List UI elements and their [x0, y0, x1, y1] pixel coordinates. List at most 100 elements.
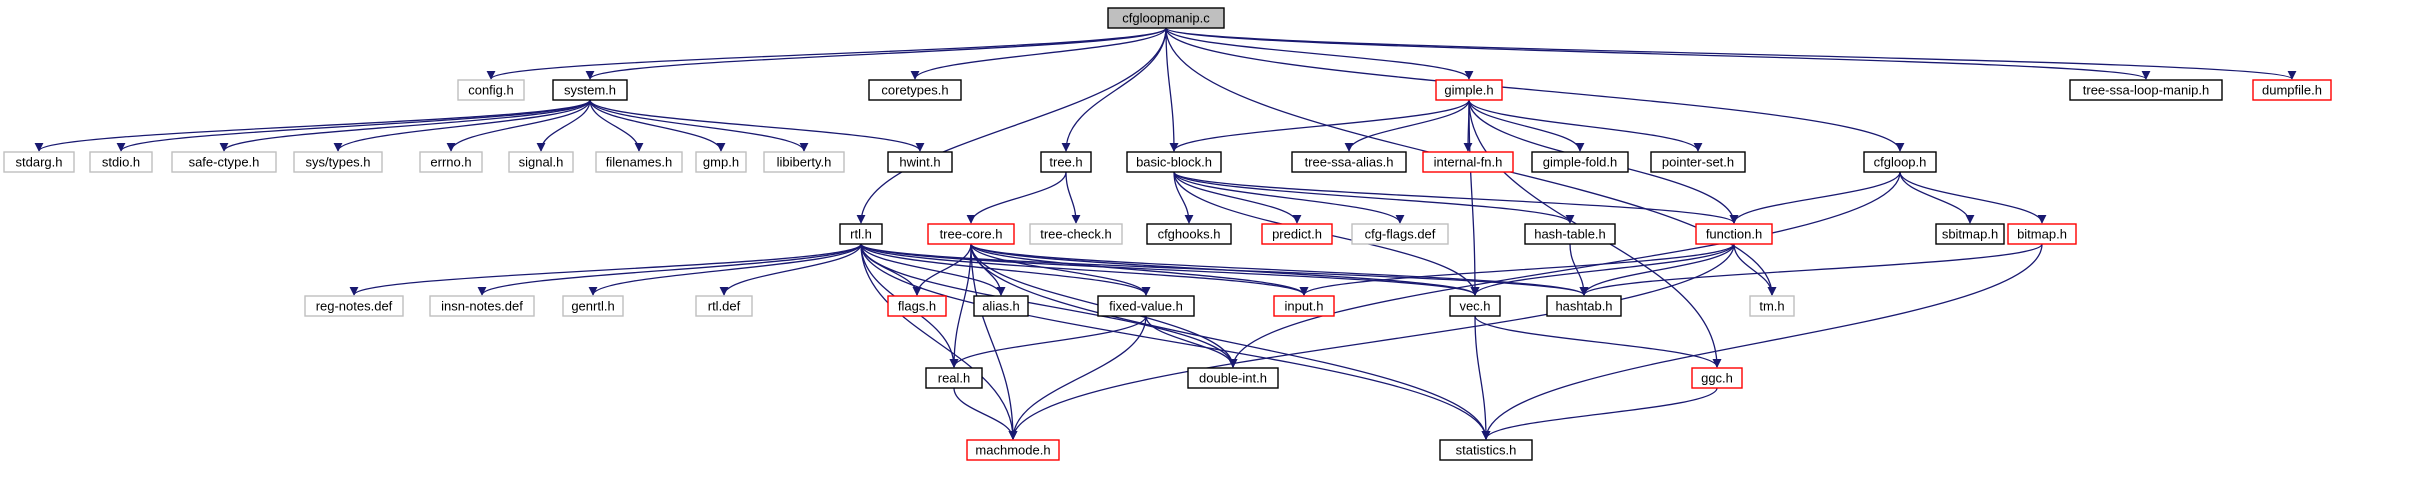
- node-box: [1524, 223, 1616, 245]
- node-box: [429, 295, 535, 317]
- edge-cfgloopmanip_c-to-config_h: [486, 27, 1167, 80]
- node-machmode-h[interactable]: machmode.h: [966, 439, 1060, 461]
- node-system-h[interactable]: system.h: [552, 79, 628, 101]
- node-pointer-set-h[interactable]: pointer-set.h: [1650, 151, 1746, 173]
- node-hwint-h[interactable]: hwint.h: [887, 151, 953, 173]
- edge-gimple_h-to-tree_ssa_alias_h: [1344, 99, 1470, 152]
- node-box: [695, 295, 753, 317]
- edge-tree_core_h-to-machmode_h: [970, 243, 1018, 440]
- edge-system_h-to-sys_types_h: [333, 99, 591, 152]
- node-flags-h[interactable]: flags.h: [887, 295, 947, 317]
- node-stdarg-h: stdarg.h: [3, 151, 75, 173]
- node-basic-block-h[interactable]: basic-block.h: [1126, 151, 1222, 173]
- node-fixed-value-h[interactable]: fixed-value.h: [1097, 295, 1195, 317]
- edge-cfgloopmanip_c-to-rtl_h: [856, 27, 1167, 224]
- node-label: sbitmap.h: [1942, 227, 1998, 242]
- node-rtl-h[interactable]: rtl.h: [839, 223, 883, 245]
- node-ggc-h[interactable]: ggc.h: [1691, 367, 1743, 389]
- node-dumpfile-h[interactable]: dumpfile.h: [2252, 79, 2332, 101]
- node-box: [2069, 79, 2223, 101]
- node-safe-ctype-h: safe-ctype.h: [171, 151, 277, 173]
- node-label: tree-ssa-loop-manip.h: [2083, 83, 2209, 98]
- node-box: [868, 79, 962, 101]
- nodes-layer: cfgloopmanip.c config.h system.h coretypes.…: [3, 7, 2332, 461]
- node-box: [763, 151, 845, 173]
- edge-system_h-to-stdarg_h: [34, 99, 591, 152]
- node-hashtab-h[interactable]: hashtab.h: [1546, 295, 1622, 317]
- node-alias-h[interactable]: alias.h: [973, 295, 1029, 317]
- node-rtl-def: rtl.def: [695, 295, 753, 317]
- node-vec-h[interactable]: vec.h: [1449, 295, 1501, 317]
- node-box: [1351, 223, 1449, 245]
- node-box: [1691, 367, 1743, 389]
- node-function-h[interactable]: function.h: [1695, 223, 1773, 245]
- node-label: filenames.h: [606, 155, 672, 170]
- node-box: [1749, 295, 1795, 317]
- node-box: [887, 295, 947, 317]
- node-sys-types-h: sys/types.h: [293, 151, 383, 173]
- edge-rtl_h-to-genrtl_h: [588, 243, 862, 296]
- node-label: gimple.h: [1444, 83, 1493, 98]
- edge-cfgloopmanip_c-to-tree_ssa_loop_manip_h: [1165, 27, 2151, 80]
- node-cfgloopmanip-c[interactable]: cfgloopmanip.c: [1107, 7, 1225, 29]
- node-box: [1097, 295, 1195, 317]
- node-label: cfg-flags.def: [1365, 227, 1436, 242]
- node-box: [1040, 151, 1092, 173]
- edge-rtl_h-to-rtl_def: [719, 243, 862, 296]
- node-reg-notes-def: reg-notes.def: [304, 295, 404, 317]
- edge-system_h-to-hwint_h: [589, 99, 925, 152]
- node-label: signal.h: [519, 155, 564, 170]
- node-internal-fn-h[interactable]: internal-fn.h: [1422, 151, 1514, 173]
- node-statistics-h[interactable]: statistics.h: [1439, 439, 1533, 461]
- edge-cfgloopmanip_c-to-tree_h: [1061, 27, 1167, 152]
- node-sbitmap-h[interactable]: sbitmap.h: [1935, 223, 2005, 245]
- node-label: flags.h: [898, 299, 936, 314]
- node-box: [304, 295, 404, 317]
- edge-tree_core_h-to-input_h: [970, 243, 1309, 296]
- edge-ggc_h-to-statistics_h: [1481, 387, 1718, 440]
- edge-cfgloopmanip_c-to-coretypes_h: [910, 27, 1167, 80]
- node-predict-h[interactable]: predict.h: [1261, 223, 1333, 245]
- node-cfgloop-h[interactable]: cfgloop.h: [1863, 151, 1937, 173]
- edge-cfgloopmanip_c-to-cfgloop_h: [1165, 27, 1905, 152]
- node-signal-h: signal.h: [508, 151, 574, 173]
- node-box: [293, 151, 383, 173]
- node-bitmap-h[interactable]: bitmap.h: [2007, 223, 2077, 245]
- node-label: insn-notes.def: [441, 299, 523, 314]
- node-label: double-int.h: [1199, 371, 1267, 386]
- node-tree-ssa-alias-h[interactable]: tree-ssa-alias.h: [1291, 151, 1407, 173]
- node-coretypes-h[interactable]: coretypes.h: [868, 79, 962, 101]
- node-tree-ssa-loop-manip-h[interactable]: tree-ssa-loop-manip.h: [2069, 79, 2223, 101]
- node-box: [966, 439, 1060, 461]
- node-label: machmode.h: [975, 443, 1050, 458]
- edge-cfgloopmanip_c-to-basic_block_h: [1165, 27, 1179, 152]
- node-box: [419, 151, 483, 173]
- node-box: [171, 151, 277, 173]
- edge-basic_block_h-to-cfg_flags_def: [1173, 171, 1405, 224]
- node-hash-table-h[interactable]: hash-table.h: [1524, 223, 1616, 245]
- edge-system_h-to-stdio_h: [116, 99, 591, 152]
- edge-gimple_h-to-gimple_fold_h: [1468, 99, 1585, 152]
- edge-rtl_h-to-hashtab_h: [860, 243, 1589, 296]
- edge-rtl_h-to-alias_h: [860, 243, 1006, 296]
- node-tree-core-h[interactable]: tree-core.h: [927, 223, 1015, 245]
- node-label: coretypes.h: [881, 83, 948, 98]
- node-input-h[interactable]: input.h: [1273, 295, 1335, 317]
- node-box: [2252, 79, 2332, 101]
- node-label: ggc.h: [1701, 371, 1733, 386]
- node-real-h[interactable]: real.h: [925, 367, 983, 389]
- node-double-int-h[interactable]: double-int.h: [1187, 367, 1279, 389]
- node-cfg-flags-def: cfg-flags.def: [1351, 223, 1449, 245]
- edge-tree_h-to-tree_core_h: [966, 171, 1067, 224]
- node-cfghooks-h[interactable]: cfghooks.h: [1146, 223, 1232, 245]
- edge-rtl_h-to-fixed_value_h: [860, 243, 1151, 296]
- node-box: [595, 151, 683, 173]
- edge-fixed_value_h-to-double_int_h: [1145, 315, 1238, 368]
- node-gimple-fold-h[interactable]: gimple-fold.h: [1531, 151, 1629, 173]
- node-gimple-h[interactable]: gimple.h: [1435, 79, 1503, 101]
- node-tree-h[interactable]: tree.h: [1040, 151, 1092, 173]
- node-config-h: config.h: [457, 79, 525, 101]
- edges-layer: [34, 27, 2297, 440]
- edge-function_h-to-machmode_h: [1008, 243, 1735, 440]
